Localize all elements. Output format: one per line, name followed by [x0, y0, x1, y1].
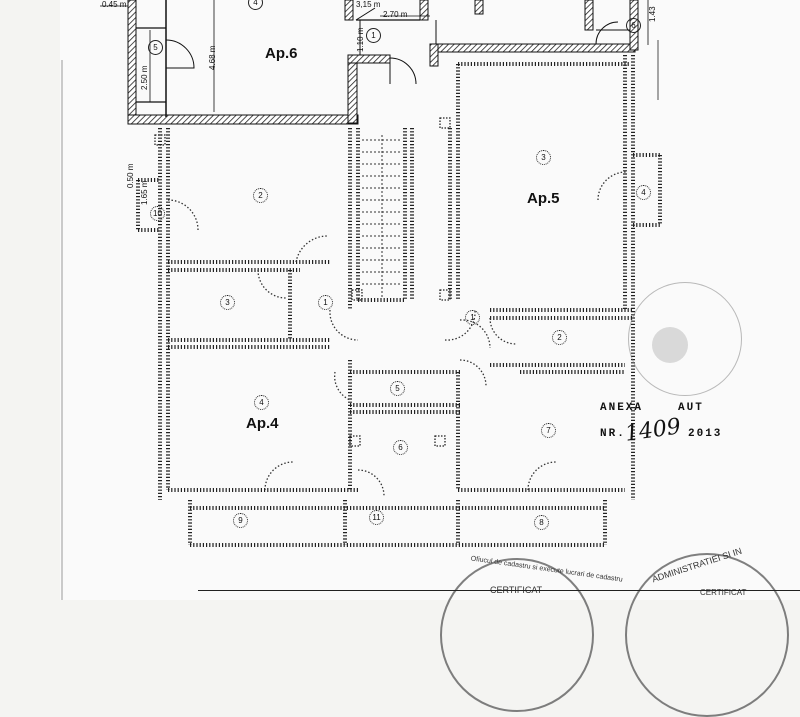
- columns: [154, 117, 451, 447]
- stamp-right-inner-text: CERTIFICAT: [700, 588, 747, 597]
- room-number-ap4-11: 11: [369, 510, 384, 525]
- ap6-label: Ap.6: [265, 45, 298, 62]
- annex-nr-label: NR.: [600, 428, 626, 440]
- stair-treads: [362, 135, 402, 298]
- dim-250: 2.50 m: [140, 65, 149, 90]
- room-number-ap4-9: 9: [233, 513, 248, 528]
- dim-050: 0.50 m: [126, 163, 135, 188]
- dim-143: 1.43: [648, 6, 657, 22]
- room-number-ap5-8: 8: [534, 515, 549, 530]
- dim-045: 0.45 m: [102, 0, 127, 9]
- dim-165: 1.65 m: [140, 180, 149, 205]
- room-number-ap4-6: 6: [393, 440, 408, 455]
- dim-270: 2.70 m: [383, 10, 408, 19]
- annex-year: 2013: [688, 428, 723, 440]
- room-number-ap4-1: 1: [318, 295, 333, 310]
- dim-stair-top: 3,15 m: [356, 0, 381, 9]
- room-number-ap6-5: 5: [148, 40, 163, 55]
- room-number-ap5-7: 7: [541, 423, 556, 438]
- dim-110: 1.10 m: [356, 27, 365, 52]
- room-number-ap4-3: 3: [220, 295, 235, 310]
- room-number-ap5-4: 4: [636, 185, 651, 200]
- annex-word-anexa: ANEXA: [600, 402, 644, 414]
- dotted-walls: [136, 55, 662, 547]
- faint-round-stamp: [628, 282, 742, 396]
- room-number-ap6-4: 4: [248, 0, 263, 10]
- room-number-ap5-3: 3: [536, 150, 551, 165]
- room-number-ap4-2: 2: [253, 188, 268, 203]
- room-number-ap5-2: 2: [552, 330, 567, 345]
- room-number-ap4-10: 10: [150, 206, 165, 221]
- bottom-table-edge: [198, 590, 800, 601]
- room-number-ap4-4: 4: [254, 395, 269, 410]
- dim-468: 4.68 m: [208, 45, 217, 70]
- annex-handwritten-number: 1409: [623, 414, 683, 447]
- room-number-ap5-1: 1: [465, 310, 480, 325]
- cadastre-stamp-left: [440, 558, 594, 712]
- administration-stamp-right: [625, 553, 789, 717]
- room-number-ap6-6: 6: [626, 18, 641, 33]
- room-number-ap6-1: 1: [366, 28, 381, 43]
- room-number-ap4-5: 5: [390, 381, 405, 396]
- ap5-label: Ap.5: [527, 190, 560, 207]
- ap4-label: Ap.4: [246, 415, 279, 432]
- annex-word-aut: AUT: [678, 402, 704, 414]
